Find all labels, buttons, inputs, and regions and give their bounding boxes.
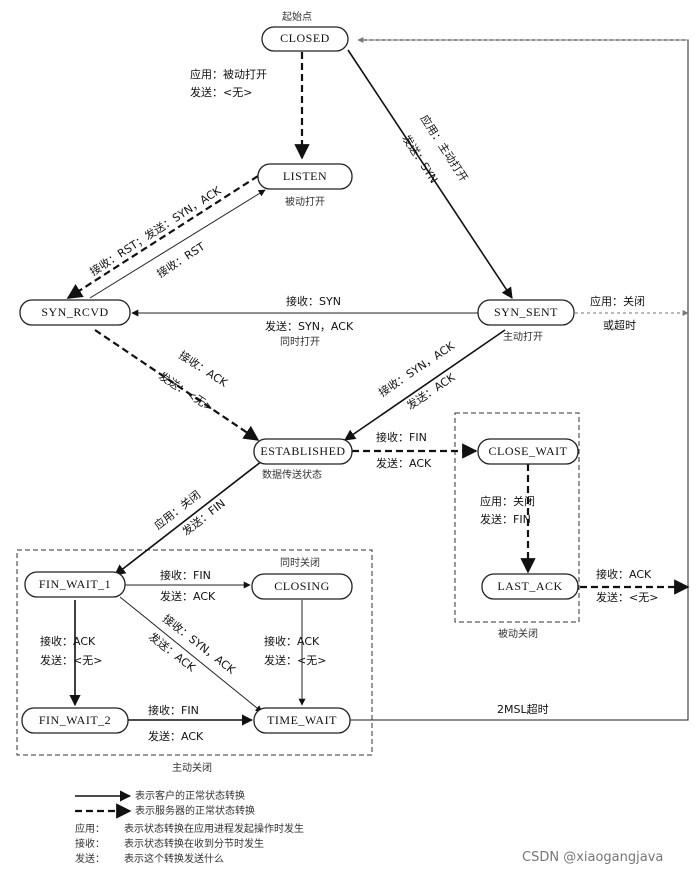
listen-to-syn-rcvd [66, 175, 259, 299]
send-synack-label: 发送：SYN，ACK [265, 319, 354, 333]
node-last-ack-label: LAST_ACK [497, 579, 562, 593]
listen-sub-label: 被动打开 [285, 195, 325, 208]
legend-solid-label: 表示客户的正常状态转换 [135, 789, 245, 802]
active-close-label: 主动关闭 [172, 761, 212, 774]
node-fin-wait-1-label: FIN_WAIT_1 [39, 577, 111, 591]
node-closed-label: CLOSED [280, 31, 330, 45]
passive-close-label: 被动关闭 [498, 627, 538, 640]
legend-send-key: 发送： [75, 852, 105, 865]
recv-ack-label-2: 接收：ACK [40, 634, 96, 648]
node-closing: CLOSING [251, 573, 353, 600]
fin-wait-1-to-time-wait [119, 596, 263, 713]
send-none-label-5: 发送：<无> [596, 590, 658, 604]
passive-open-app-label: 应用：被动打开 [190, 67, 267, 81]
node-syn-rcvd: SYN_RCVD [19, 299, 131, 326]
watermark: CSDN @xiaogangjava [522, 850, 663, 865]
closed-to-syn-sent [347, 49, 513, 299]
established-to-fin-wait-1 [114, 460, 263, 576]
send-ack-label-2: 发送：ACK [376, 456, 432, 470]
syn-sent-close-label: 应用：关闭 [590, 294, 645, 308]
node-close-wait: CLOSE_WAIT [477, 438, 579, 465]
legend-send-desc: 表示这个转换发送什么 [124, 852, 224, 865]
send-fin-label-2: 发送：FIN [480, 512, 531, 526]
node-time-wait-label: TIME_WAIT [267, 713, 337, 727]
legend-app-key: 应用： [75, 822, 105, 835]
recv-ack-label-4: 接收：ACK [596, 567, 652, 581]
node-time-wait: TIME_WAIT [253, 707, 351, 734]
node-listen-label: LISTEN [283, 169, 327, 183]
node-closed: CLOSED [261, 26, 349, 52]
syn-rcvd-label: 接收：RST；发送：SYN，ACK [87, 183, 224, 279]
node-established-label: ESTABLISHED [260, 444, 345, 458]
legend-recv-key: 接收： [75, 837, 105, 850]
start-point-label: 起始点 [282, 10, 312, 23]
app-close-label-3: 应用：关闭 [480, 494, 535, 508]
recv-fin-label-2: 接收：FIN [160, 568, 211, 582]
legend-dashed-label: 表示服务器的正常状态转换 [135, 804, 255, 817]
send-ack-label-5: 发送：ACK [148, 729, 204, 743]
recv-rst-label: 接收：RST [154, 239, 207, 280]
simultaneous-open-label: 同时打开 [280, 335, 320, 348]
node-last-ack: LAST_ACK [481, 573, 579, 600]
node-established: ESTABLISHED [253, 438, 353, 465]
syn-sent-to-established [344, 329, 506, 441]
node-close-wait-label: CLOSE_WAIT [489, 444, 568, 458]
node-fin-wait-2: FIN_WAIT_2 [21, 707, 129, 734]
syn-rcvd-to-listen [89, 189, 266, 299]
established-sub-label: 数据传送状态 [262, 468, 322, 481]
node-syn-rcvd-label: SYN_RCVD [41, 305, 108, 319]
recv-syn-label: 接收：SYN [286, 294, 341, 308]
node-syn-sent-label: SYN_SENT [494, 305, 558, 319]
node-closing-label: CLOSING [274, 579, 330, 593]
legend: 表示客户的正常状态转换 表示服务器的正常状态转换 应用： 表示状态转换在应用进程… [75, 789, 304, 865]
or-timeout-label: 或超时 [603, 318, 636, 332]
legend-recv-desc: 表示状态转换在收到分节时发生 [124, 837, 264, 850]
send-none-label-3: 发送：<无> [40, 653, 102, 667]
node-fin-wait-1: FIN_WAIT_1 [24, 571, 126, 598]
node-fin-wait-2-label: FIN_WAIT_2 [39, 713, 111, 727]
node-listen: LISTEN [257, 163, 353, 190]
send-ack-label-3: 发送：ACK [160, 589, 216, 603]
passive-open-send-label: 发送：<无> [190, 85, 252, 99]
syn-sent-sub-label: 主动打开 [503, 330, 543, 343]
recv-fin-label-3: 接收：FIN [148, 703, 199, 717]
active-close-box [16, 549, 373, 756]
legend-app-desc: 表示状态转换在应用进程发起操作时发生 [124, 822, 304, 835]
send-none-label-4: 发送：<无> [264, 653, 326, 667]
recv-ack-label-3: 接收：ACK [264, 634, 320, 648]
recv-fin-label-1: 接收：FIN [376, 430, 427, 444]
msl-timeout-label: 2MSL超时 [497, 702, 549, 716]
passive-close-box [454, 412, 580, 623]
node-syn-sent: SYN_SENT [477, 299, 575, 326]
simultaneous-close-label: 同时关闭 [280, 556, 320, 569]
